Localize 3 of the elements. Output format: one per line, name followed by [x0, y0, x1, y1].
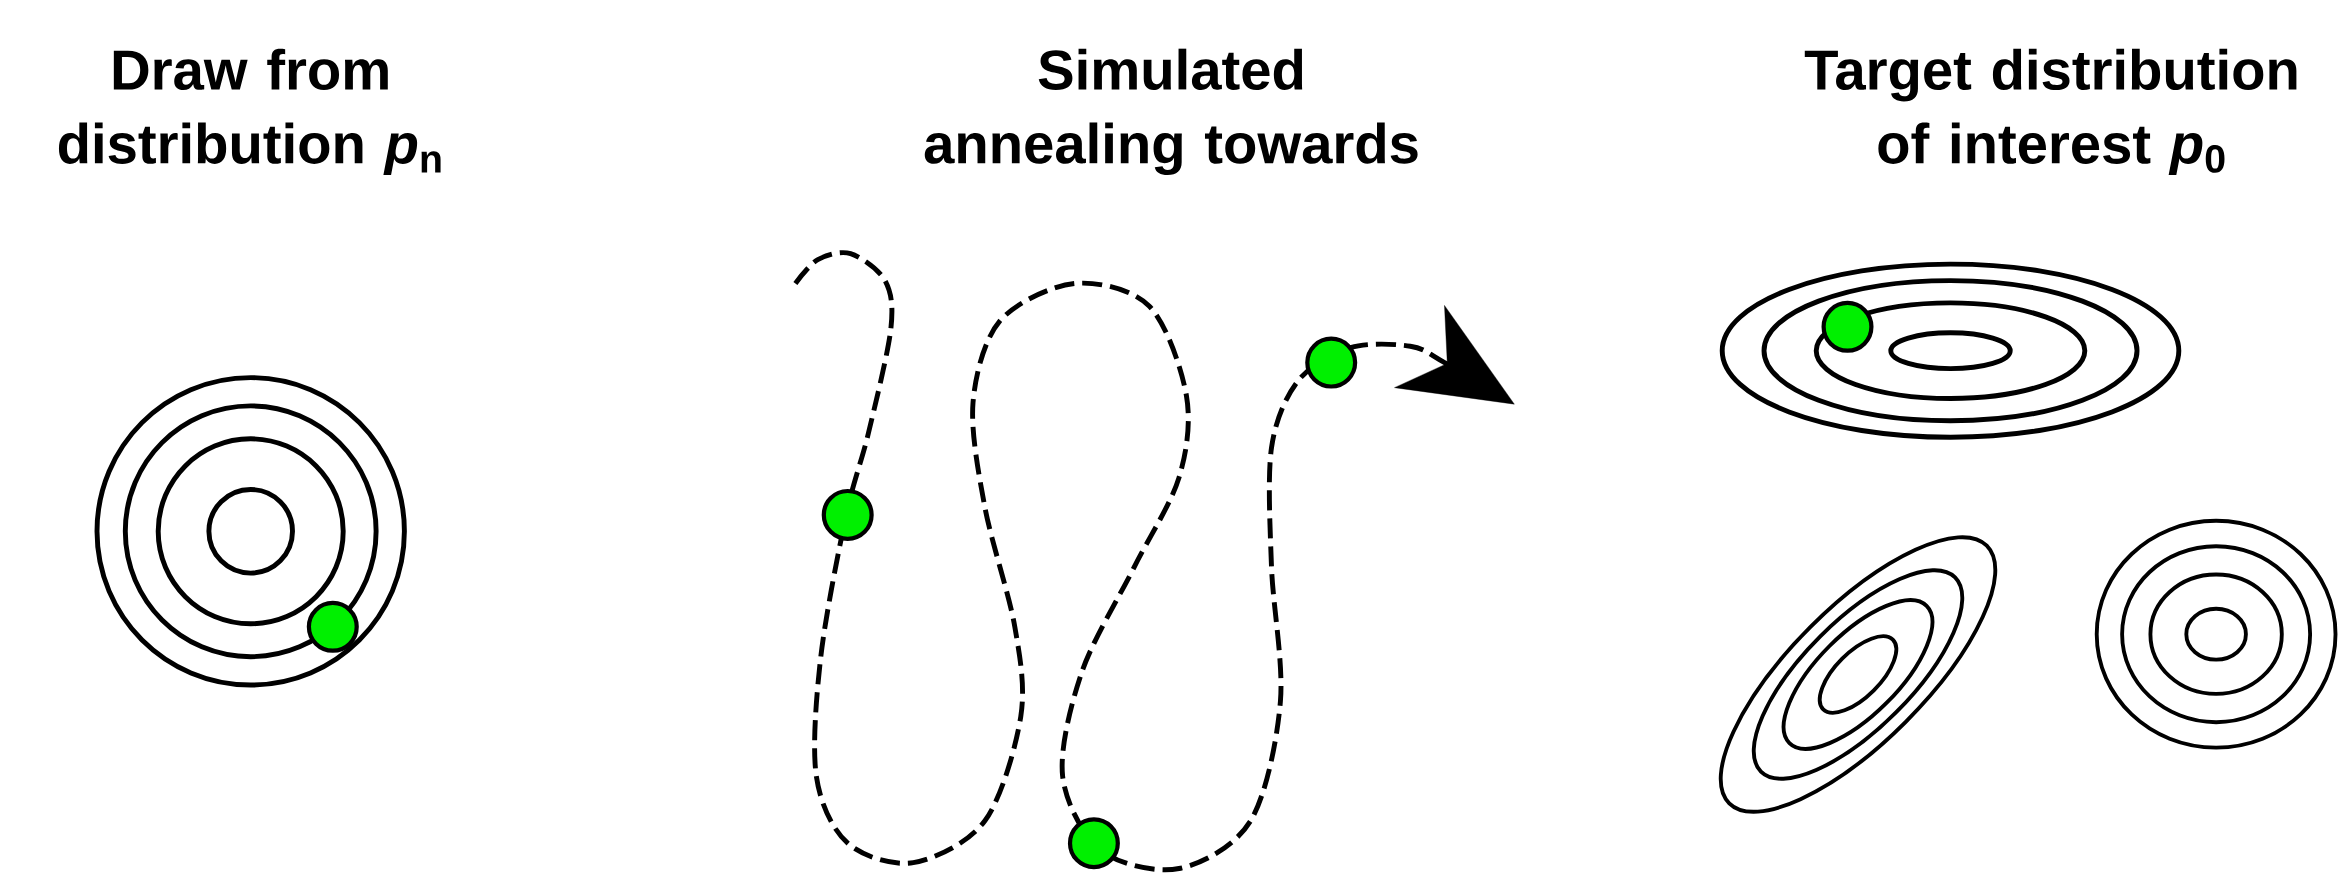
heading: Target distribution of interest p$_{0}$: [1804, 48, 2297, 175]
heading: Simulated annealing towards: [924, 48, 1418, 176]
heading: Draw from distribution p$_{n}$: [58, 48, 441, 175]
